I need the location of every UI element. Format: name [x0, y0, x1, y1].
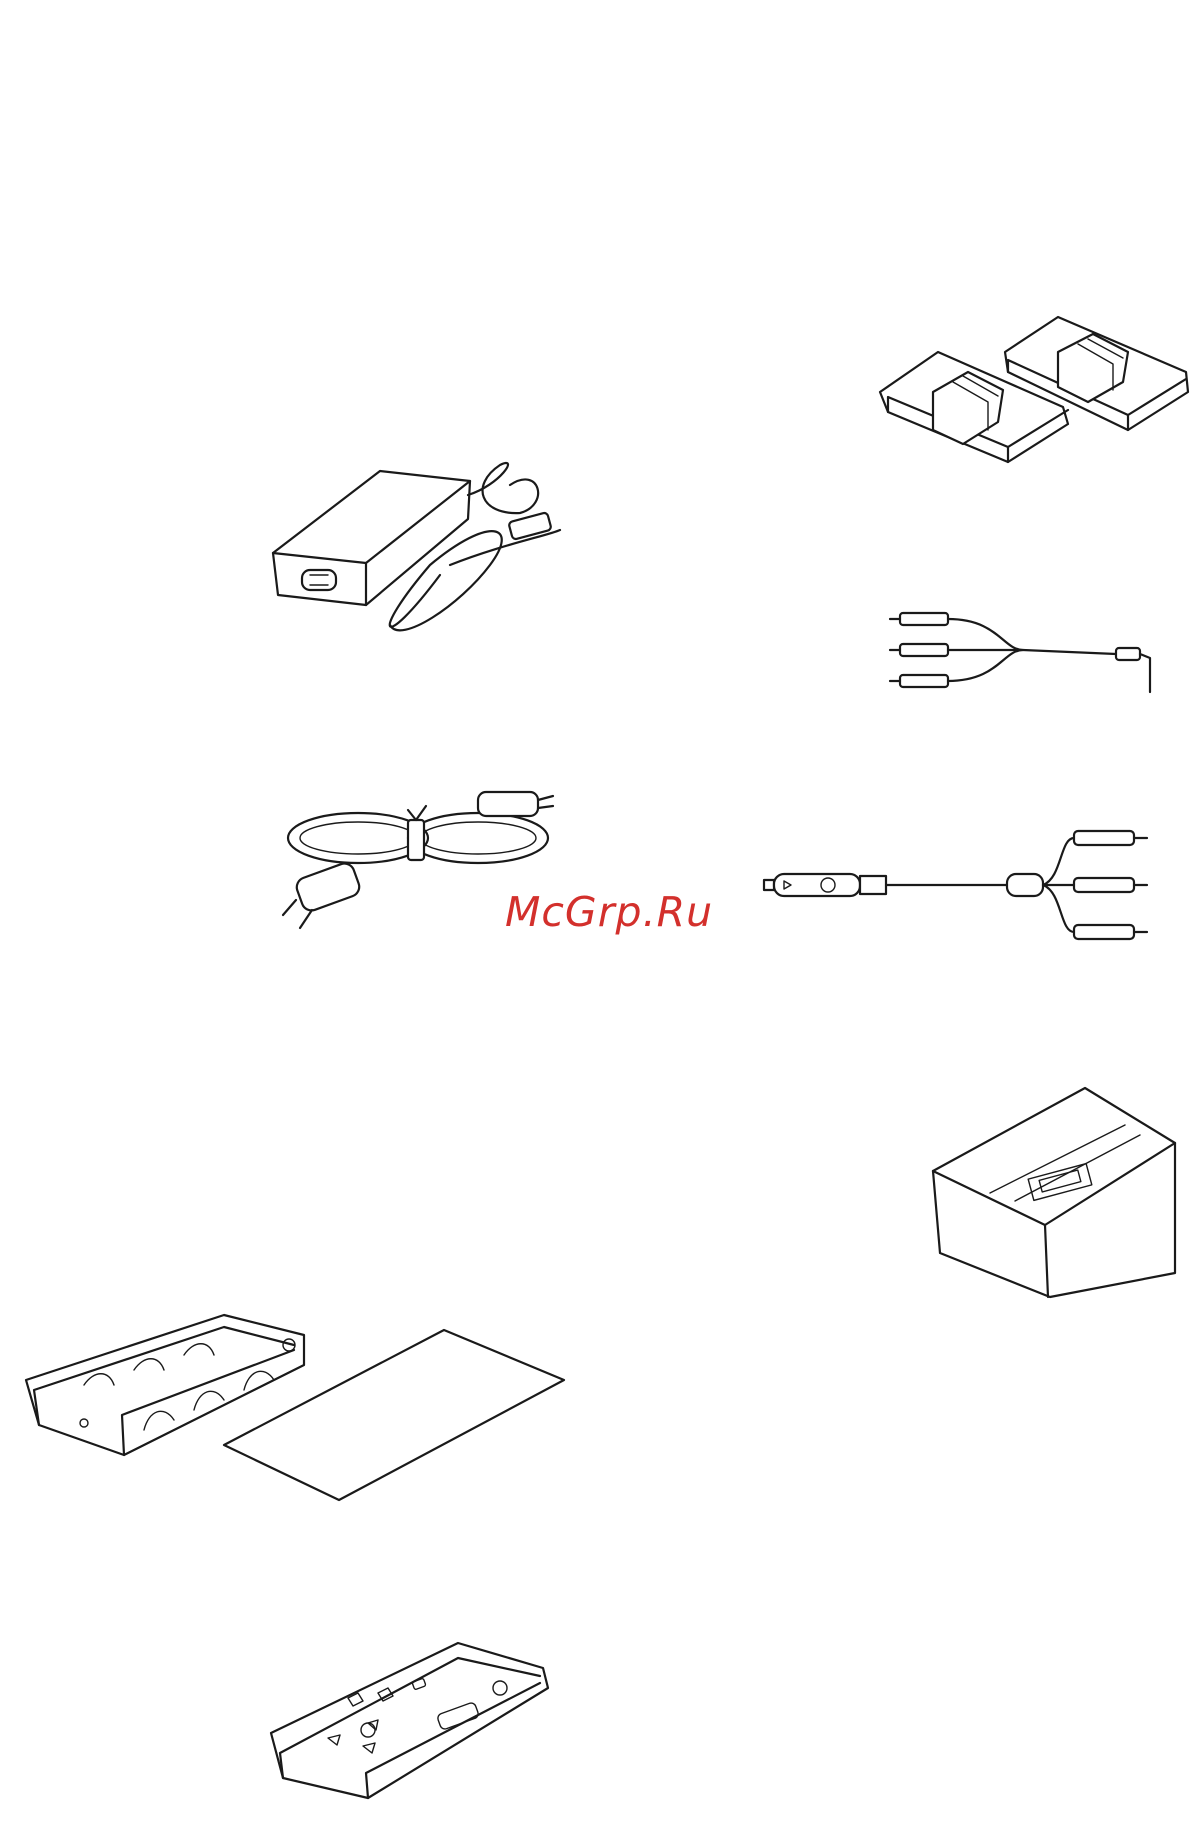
- watermark-text: McGrp.Ru: [505, 888, 713, 936]
- ac-adapter-illustration: [270, 455, 570, 655]
- stereo-audio-cable-illustration: [888, 610, 1168, 700]
- battery-case-and-sheet-illustration: [24, 1305, 574, 1505]
- mounting-brackets-illustration: [878, 312, 1198, 482]
- av-cable-illustration: [762, 828, 1202, 948]
- remote-control-illustration: [268, 1638, 558, 1818]
- battery-pack-illustration: [930, 1083, 1180, 1303]
